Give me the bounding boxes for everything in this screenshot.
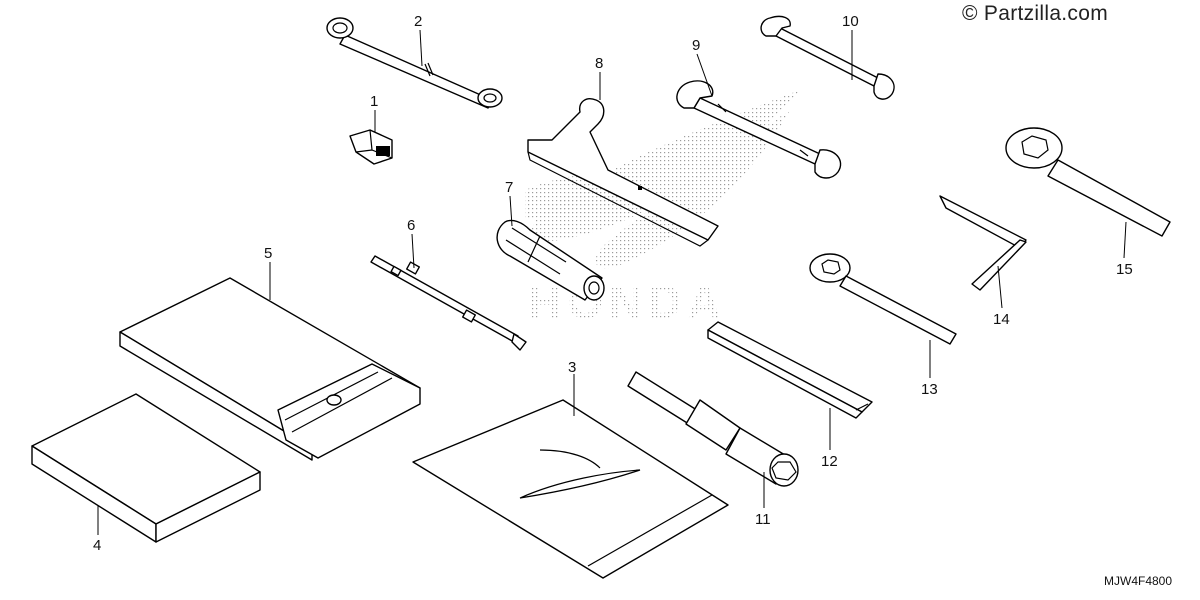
part-5-tool-pouch [119,277,421,461]
callout-9: 9 [692,37,700,54]
callout-8: 8 [595,55,603,72]
diagram-code: MJW4F4800 [1104,574,1173,588]
part-1-clip [349,129,393,165]
part-3-bag [412,399,729,579]
callout-12: 12 [821,453,838,470]
part-13-ring-spanner [809,253,957,345]
callout-2: 2 [414,13,422,30]
part-9-open-wrench [676,80,842,179]
callout-7: 7 [505,179,513,196]
part-11-socket-wrench [627,371,799,487]
callout-10: 10 [842,13,859,30]
callout-4: 4 [93,537,101,554]
part-6-screwdriver-shaft [370,255,527,351]
callout-13: 13 [921,381,938,398]
callout-6: 6 [407,217,415,234]
honda-wing-watermark: HONDA [525,90,800,328]
callout-1: 1 [370,93,378,110]
part-10-small-open-wrench [760,15,895,100]
callout-14: 14 [993,311,1010,328]
callout-labels: 1 2 3 4 5 6 7 8 9 10 11 12 13 14 15 [93,13,1133,554]
part-14-hex-key [939,195,1027,291]
callout-15: 15 [1116,261,1133,278]
part-12-extension-bar [707,321,873,419]
part-2-ring-wrench [326,17,503,109]
callout-5: 5 [264,245,272,262]
leader-lines [97,29,1127,535]
part-4-manual [31,393,261,543]
callout-11: 11 [755,511,771,528]
part-8-pin-spanner [527,98,719,247]
part-7-screwdriver-handle [496,219,605,301]
part-15-large-ring-spanner [1005,127,1171,237]
copyright-notice: © Partzilla.com [962,2,1109,25]
callout-3: 3 [568,359,576,376]
